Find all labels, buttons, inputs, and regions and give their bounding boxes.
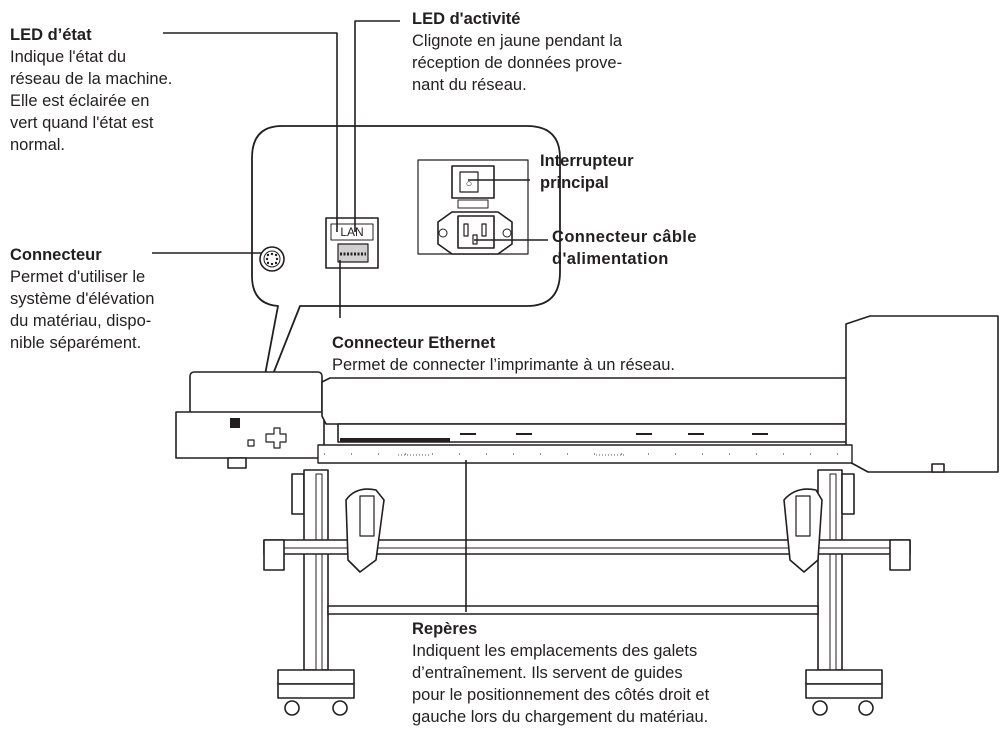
connecteur-title: Connecteur bbox=[10, 246, 102, 264]
connecteur-description: Permet d'utiliser le système d'élévation… bbox=[10, 268, 155, 352]
lan-port: LAN bbox=[325, 217, 379, 269]
power-switch-mark: ○ bbox=[466, 178, 473, 190]
ethernet-description: Permet de connecter l’imprimante à un ré… bbox=[332, 356, 676, 374]
led-activite-title: LED d'activité bbox=[412, 10, 521, 28]
printer-body bbox=[175, 315, 999, 473]
leader-lines bbox=[152, 20, 548, 612]
callout-led-etat: LED d’état Indique l'état du réseau de l… bbox=[10, 24, 250, 156]
callout-connecteur-ethernet: Connecteur Ethernet Permet de connecter … bbox=[332, 332, 832, 376]
callout-interrupteur: Interrupteur principal bbox=[540, 150, 740, 194]
led-activite-description: Clignote en jaune pendant la réception d… bbox=[412, 32, 623, 94]
ethernet-title: Connecteur Ethernet bbox=[332, 334, 496, 352]
leader-led-etat bbox=[163, 32, 338, 232]
callout-connecteur-cable: Connecteur câble d'alimentation bbox=[552, 226, 812, 270]
callout-reperes: Repères Indiquent les emplacements des g… bbox=[412, 618, 832, 728]
printer-stand bbox=[263, 469, 911, 716]
led-etat-description: Indique l'état du réseau de la machine. … bbox=[10, 48, 173, 154]
callout-connecteur: Connecteur Permet d'utiliser le système … bbox=[10, 244, 250, 354]
lan-port-label: LAN bbox=[340, 225, 363, 239]
led-etat-title: LED d’état bbox=[10, 26, 92, 44]
reperes-title: Repères bbox=[412, 620, 478, 638]
power-inlet bbox=[437, 211, 513, 255]
interrupteur-title: Interrupteur principal bbox=[540, 152, 634, 192]
reperes-description: Indiquent les emplacements des galets d’… bbox=[412, 642, 710, 726]
connector-port-round bbox=[259, 246, 285, 272]
callout-led-activite: LED d'activité Clignote en jaune pendant… bbox=[412, 8, 712, 96]
leader-led-activite bbox=[354, 20, 400, 232]
connecteur-cable-title: Connecteur câble d'alimentation bbox=[552, 228, 697, 268]
